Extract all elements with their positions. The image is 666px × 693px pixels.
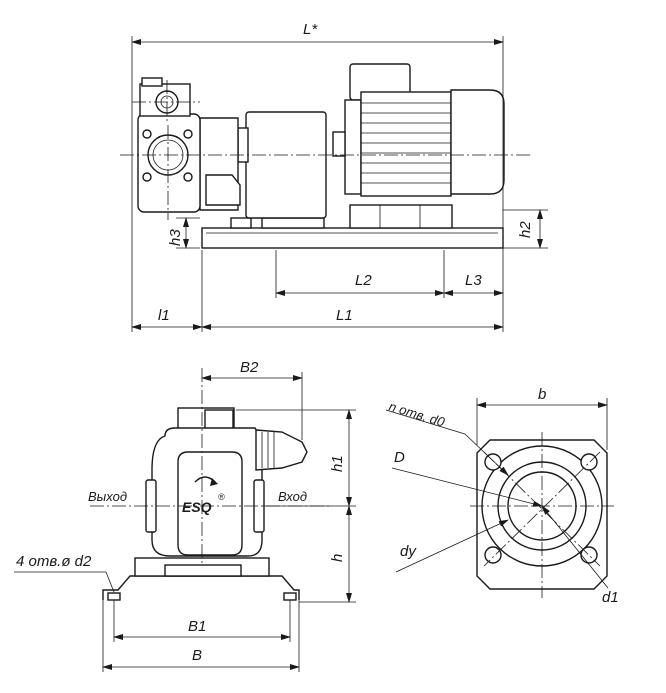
motor-fan-cover [450,89,505,195]
pump-side [137,77,241,213]
dim-b: b [538,386,546,403]
dim-h1: h1 [329,455,346,472]
coupling-housing [245,111,327,219]
holes-d0-label: n отв. d0 [387,399,447,430]
brand-mark: ® [218,492,225,502]
outlet-label: Выход [88,489,127,504]
motor [332,63,505,197]
motor-foot [349,204,453,229]
dim-B2: B2 [240,359,259,376]
base-plate [201,227,504,249]
dim-h3: h3 [167,229,184,246]
flange-view [470,432,614,598]
dim-B: B [192,647,202,664]
face-plate [177,451,243,556]
holes-d2-label: 4 отв.ø d2 [16,553,92,570]
bolt-icon [183,172,193,182]
dim-d1: d1 [602,589,619,606]
front-view: ESQ ® [102,407,308,601]
dim-L1: L1 [336,307,353,324]
dim-D: D [394,449,405,466]
mounting-foot [102,575,300,600]
motor-shaft [332,131,346,157]
dim-B1: B1 [188,618,206,635]
dim-l1: l1 [158,307,170,324]
bolt-icon [142,129,152,139]
valve-block [139,83,191,117]
bolt-hole-icon [580,453,598,471]
inlet-label: Вход [278,489,307,504]
side-dimensions: L* L2 L3 l1 L1 h2 h3 [131,21,548,332]
pump-foot [230,217,252,229]
motor-fins [361,102,451,184]
brand-logo: ESQ [182,499,212,515]
dim-L3: L3 [465,272,482,289]
dim-L-total: L* [303,21,318,38]
relief-valve [255,429,308,471]
dim-h: h [329,554,346,562]
motor-flange [344,99,362,195]
dim-L2: L2 [355,272,372,289]
dim-h2: h2 [517,221,534,238]
bolt-hole-icon [484,546,502,564]
coupling-foot [261,217,325,229]
bolt-icon [142,172,152,182]
bolt-icon [183,129,193,139]
side-view [120,63,530,249]
motor-body [360,91,452,197]
valve-cap [141,77,163,87]
rotation-arrow-head-icon [210,478,218,486]
pump-shaft [237,127,249,163]
dim-dy: dy [400,543,417,560]
front-dimensions: B2 h1 h B1 B 4 отв.ø d2 Выход Вход [14,359,356,672]
bolt-hole-icon [484,453,502,471]
